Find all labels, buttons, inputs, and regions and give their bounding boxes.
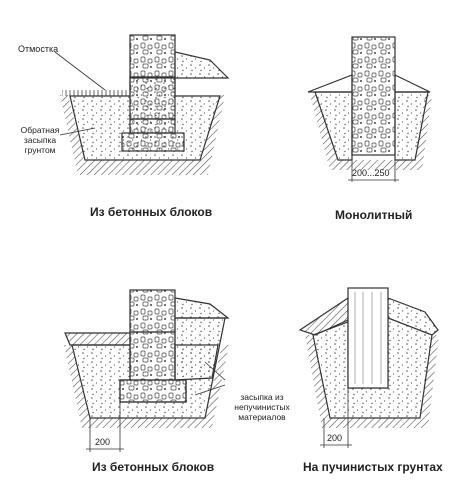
wall-block [129, 76, 176, 120]
wall-block [129, 331, 176, 381]
ground-hatch [60, 95, 225, 175]
footing-block [119, 379, 187, 403]
wall-block [129, 118, 176, 134]
blind-area [174, 297, 230, 319]
ground-hatch [64, 345, 229, 428]
ground-hatch [305, 335, 439, 428]
dimension-heaving-offset: 200 [327, 433, 343, 443]
label-backfill-line: засыпка [23, 135, 57, 145]
leader-line [194, 384, 226, 396]
diagram-heaving-soils [298, 287, 439, 448]
dimension-blocks-offset: 200 [95, 437, 111, 447]
footing-block [121, 132, 185, 152]
label-backfill: Обратная засыпка грунтом [18, 125, 62, 155]
label-non-heaving-line: материалов [238, 412, 286, 422]
dimension-monolith-width: 200...250 [352, 168, 390, 178]
label-non-heaving-line: засыпка из [240, 392, 284, 402]
diagram-monolith [307, 36, 432, 182]
ground-hatch [310, 95, 432, 170]
blind-area [307, 74, 353, 93]
label-otmostka: Отмостка [18, 44, 59, 54]
caption-heaving: На пучинистых грунтах [303, 460, 443, 474]
leader-line [54, 51, 106, 91]
caption-blocks-bottom: Из бетонных блоков [92, 460, 215, 474]
leader-line [59, 127, 96, 136]
blind-area [64, 332, 131, 346]
non-heaving-backfill [174, 344, 219, 381]
wall-block [129, 289, 176, 333]
diagram-blocks-top [54, 34, 230, 175]
label-backfill-line: Обратная [20, 125, 60, 135]
leader-line [204, 361, 226, 381]
diagram-blocks-bottom [64, 289, 230, 452]
caption-blocks-top: Из бетонных блоков [90, 205, 213, 219]
blind-area [394, 74, 431, 93]
blind-area [174, 51, 230, 79]
caption-monolith: Монолитный [335, 208, 413, 222]
ground-surface [62, 90, 130, 96]
label-non-heaving: засыпка из непучинистых материалов [228, 392, 296, 422]
monolith-wall [351, 36, 396, 156]
wall-block [129, 34, 176, 78]
label-non-heaving-line: непучинистых [234, 402, 290, 412]
monolith-wall [347, 287, 389, 389]
label-backfill-line: грунтом [24, 145, 56, 155]
